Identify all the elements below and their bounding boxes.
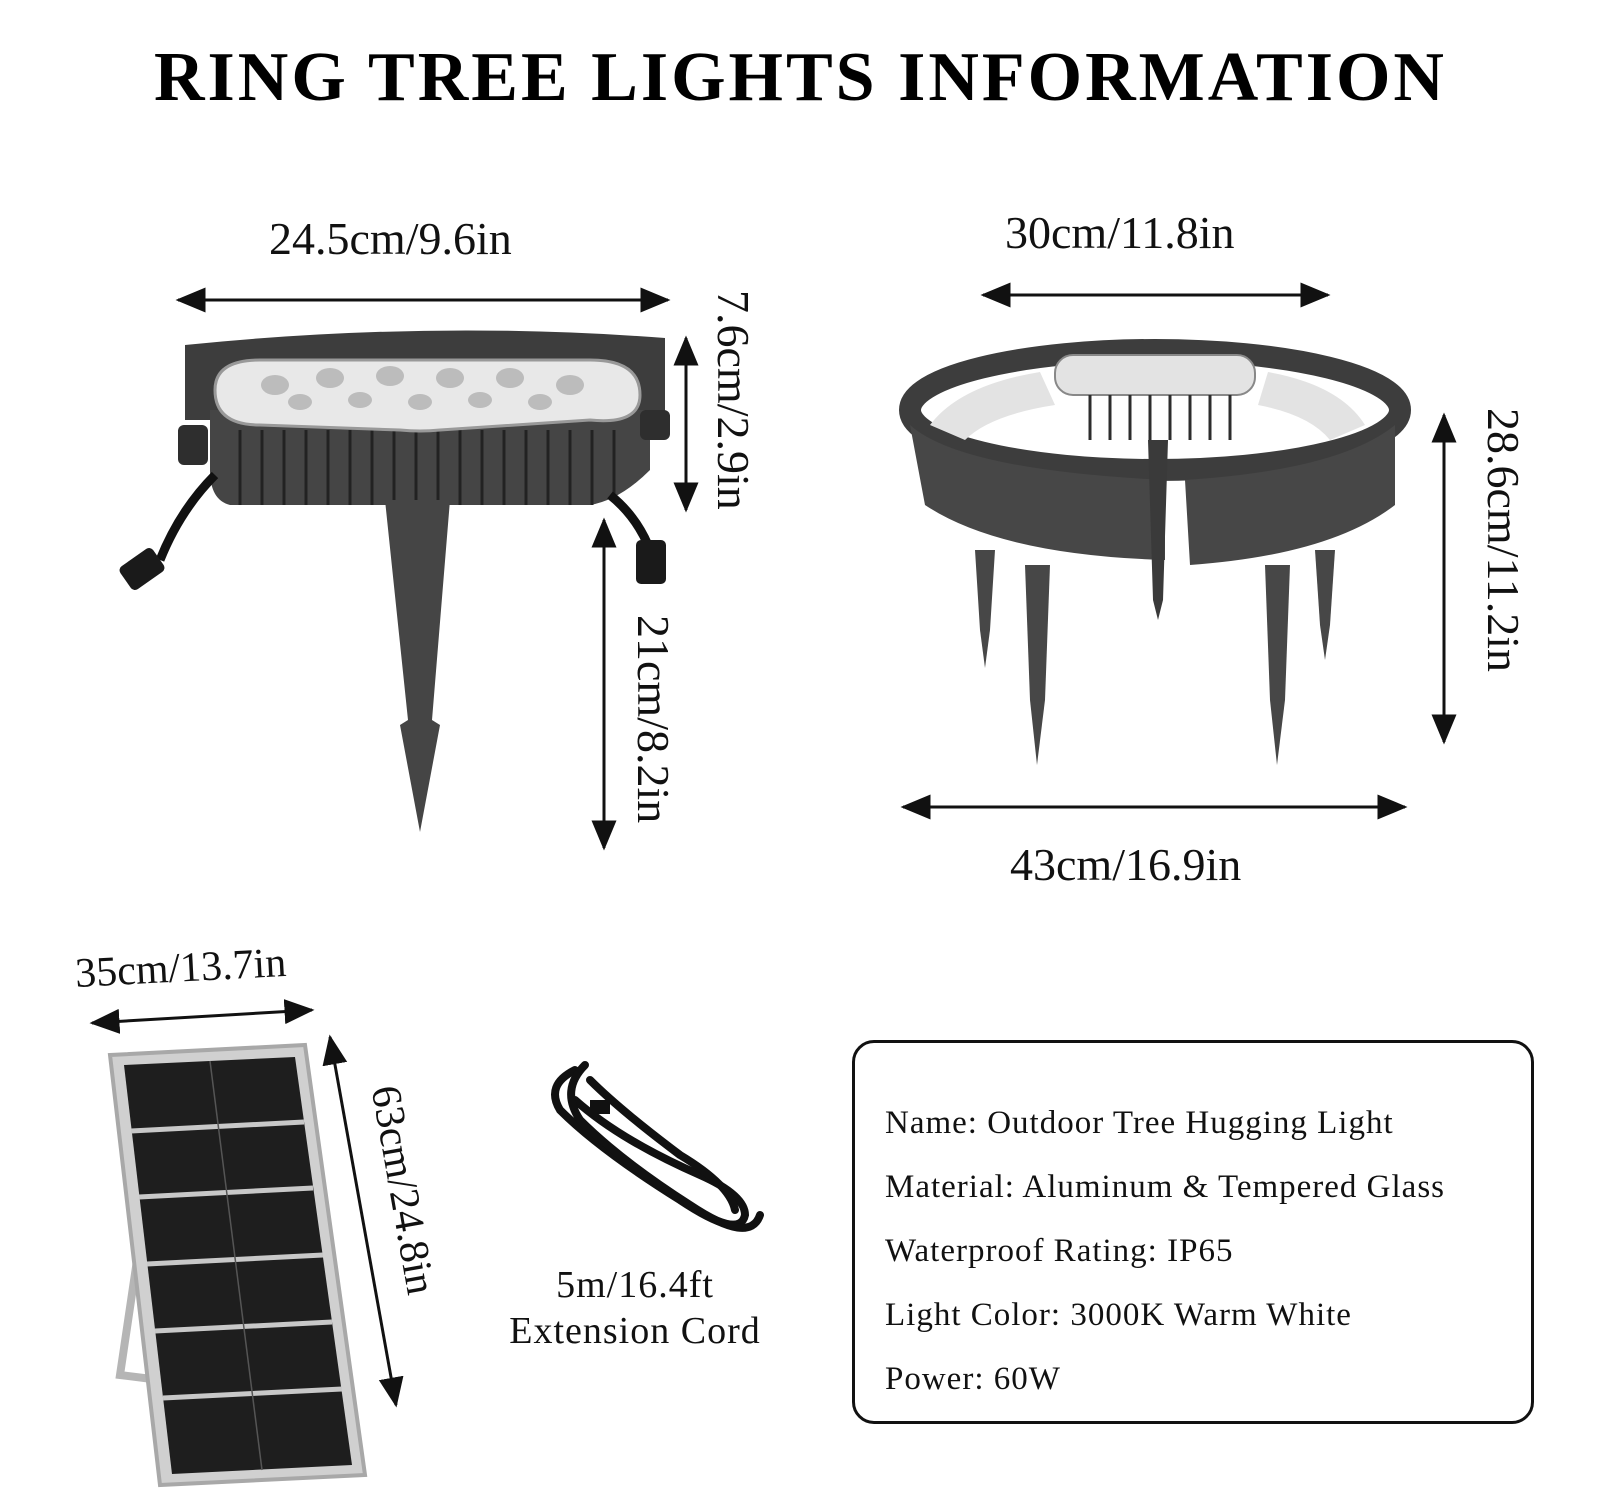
spec-label: Light Color:: [885, 1297, 1062, 1333]
extension-cord-illustration: [551, 1061, 764, 1232]
solar-panel-illustration: [89, 999, 404, 1488]
ring-light-illustration: [899, 282, 1457, 820]
spec-value: IP65: [1167, 1233, 1234, 1269]
single-heatsink: [210, 410, 650, 505]
ring-front-panel-right: [1185, 425, 1395, 565]
ring-height-label: 28.6cm/11.2in: [1478, 408, 1529, 673]
spec-value: 60W: [993, 1361, 1061, 1397]
single-stake-label: 21cm/8.2in: [628, 615, 679, 824]
spec-box: Name: Outdoor Tree Hugging Light Materia…: [852, 1040, 1534, 1424]
spec-line-waterproof: Waterproof Rating: IP65: [885, 1233, 1233, 1270]
cord-label: 5m/16.4ft Extension Cord: [470, 1262, 800, 1354]
spec-label: Material:: [885, 1169, 1015, 1205]
ring-front-panel-left: [910, 425, 1165, 560]
panel-height-arrow: [322, 1034, 404, 1408]
single-connector-left: [119, 548, 165, 590]
spec-label: Name:: [885, 1105, 978, 1141]
single-cable-right: [607, 491, 653, 547]
panel-width-arrow: [89, 999, 315, 1034]
single-connector-right: [636, 540, 666, 584]
spec-value: Outdoor Tree Hugging Light: [987, 1105, 1394, 1141]
spec-value: 3000K Warm White: [1070, 1297, 1352, 1333]
spec-label: Waterproof Rating:: [885, 1233, 1158, 1269]
cord-name-label: Extension Cord: [509, 1310, 761, 1352]
single-width-label: 24.5cm/9.6in: [269, 213, 512, 264]
spec-line-material: Material: Aluminum & Tempered Glass: [885, 1169, 1445, 1206]
spec-line-name: Name: Outdoor Tree Hugging Light: [885, 1105, 1394, 1142]
single-lens: [213, 358, 642, 433]
single-stake: [385, 500, 450, 832]
cord-length-label: 5m/16.4ft: [556, 1264, 714, 1306]
spec-line-power: Power: 60W: [885, 1361, 1061, 1398]
page-title: RING TREE LIGHTS INFORMATION: [153, 39, 1447, 116]
ring-outer-label: 43cm/16.9in: [1010, 839, 1242, 890]
spec-label: Power:: [885, 1361, 985, 1397]
single-light-illustration: [119, 287, 699, 851]
single-height-label: 7.6cm/2.9in: [708, 290, 759, 510]
panel-cells: [124, 1057, 352, 1474]
spec-value: Aluminum & Tempered Glass: [1022, 1169, 1446, 1205]
spec-line-light-color: Light Color: 3000K Warm White: [885, 1297, 1352, 1334]
ring-inner-label: 30cm/11.8in: [1005, 207, 1235, 258]
single-cable-left: [155, 471, 219, 562]
